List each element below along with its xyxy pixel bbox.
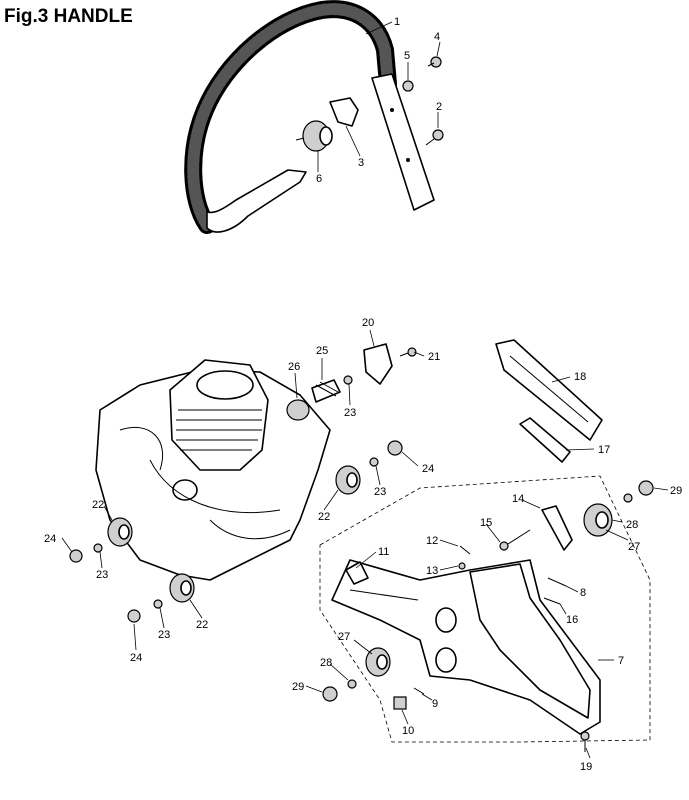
mount-rubber-22 xyxy=(107,517,133,547)
label-part-27: 27 xyxy=(338,631,350,643)
plate-18 xyxy=(495,339,603,441)
mount-rubber-22 xyxy=(169,573,195,603)
spring-15 xyxy=(499,529,531,551)
label-part-29: 29 xyxy=(670,485,682,497)
label-part-22: 22 xyxy=(196,619,208,631)
engine-block xyxy=(95,359,331,581)
label-part-23: 23 xyxy=(158,629,170,641)
leader-lines xyxy=(61,21,669,759)
label-part-14: 14 xyxy=(512,493,524,505)
label-part-10: 10 xyxy=(402,725,414,737)
washer-24 xyxy=(69,549,83,563)
bolt-28 xyxy=(347,679,357,689)
label-part-8: 8 xyxy=(580,587,586,599)
screw-9 xyxy=(413,687,425,695)
label-part-19: 19 xyxy=(580,761,592,773)
label-part-18: 18 xyxy=(574,371,586,383)
bolt-23 xyxy=(93,543,103,553)
label-part-27: 27 xyxy=(628,541,640,553)
label-part-26: 26 xyxy=(288,361,300,373)
washer-29 xyxy=(638,480,654,496)
label-part-12: 12 xyxy=(426,535,438,547)
nut-10 xyxy=(393,696,407,710)
label-part-16: 16 xyxy=(566,614,578,626)
label-part-22: 22 xyxy=(92,499,104,511)
bolt-28 xyxy=(623,493,633,503)
bracket-20 xyxy=(363,343,393,385)
pin-12 xyxy=(459,545,471,555)
label-part-23: 23 xyxy=(96,569,108,581)
washer-24 xyxy=(387,440,403,456)
mount-rubber-27 xyxy=(583,503,613,537)
label-part-17: 17 xyxy=(598,444,610,456)
bolt-21 xyxy=(399,347,417,357)
rear-handle-7 xyxy=(331,559,601,735)
label-part-28: 28 xyxy=(320,657,332,669)
label-part-13: 13 xyxy=(426,565,438,577)
label-part-11: 11 xyxy=(378,546,389,558)
handle-bar xyxy=(184,0,435,234)
bracket-3 xyxy=(329,97,359,127)
pin-8 xyxy=(547,577,567,587)
label-part-25: 25 xyxy=(316,345,328,357)
pin-16 xyxy=(543,597,561,605)
bolt-23 xyxy=(343,375,353,385)
nut-5 xyxy=(402,80,414,92)
label-part-6: 6 xyxy=(316,173,322,185)
lever-14 xyxy=(541,505,573,551)
mount-rubber-27 xyxy=(365,647,391,677)
bolt-2 xyxy=(425,129,444,146)
mount-spring-25 xyxy=(311,379,341,403)
label-part-7: 7 xyxy=(618,655,624,667)
label-part-29: 29 xyxy=(292,681,304,693)
label-part-2: 2 xyxy=(436,101,442,113)
bolt-23 xyxy=(369,457,379,467)
figure-title: Fig.3 HANDLE xyxy=(4,6,133,27)
label-part-24: 24 xyxy=(130,652,142,664)
label-part-21: 21 xyxy=(428,351,440,363)
label-part-23: 23 xyxy=(374,486,386,498)
mount-rubber-26 xyxy=(286,399,310,421)
label-part-1: 1 xyxy=(394,16,400,28)
label-part-4: 4 xyxy=(434,31,440,43)
nut-13 xyxy=(458,562,466,570)
bolt-23 xyxy=(153,599,163,609)
label-part-5: 5 xyxy=(404,50,410,62)
label-part-24: 24 xyxy=(44,533,56,545)
label-part-20: 20 xyxy=(362,317,374,329)
bolt-4 xyxy=(427,56,442,68)
mount-rubber-6 xyxy=(295,120,333,152)
label-part-22: 22 xyxy=(318,511,330,523)
label-part-3: 3 xyxy=(358,157,364,169)
label-part-9: 9 xyxy=(432,698,438,710)
guard-17 xyxy=(519,417,571,463)
screw-19 xyxy=(580,731,590,752)
label-part-23: 23 xyxy=(344,407,356,419)
washer-24 xyxy=(127,609,141,623)
group-outline xyxy=(319,475,651,743)
label-part-28: 28 xyxy=(626,519,638,531)
trigger-11 xyxy=(345,561,369,585)
label-part-15: 15 xyxy=(480,517,492,529)
part-number-labels: 1 2 3 4 5 6 7 8 9 10 11 12 13 14 15 16 1… xyxy=(44,16,682,773)
washer-29 xyxy=(322,686,338,702)
mount-rubber-22 xyxy=(335,465,361,495)
label-part-24: 24 xyxy=(422,463,434,475)
